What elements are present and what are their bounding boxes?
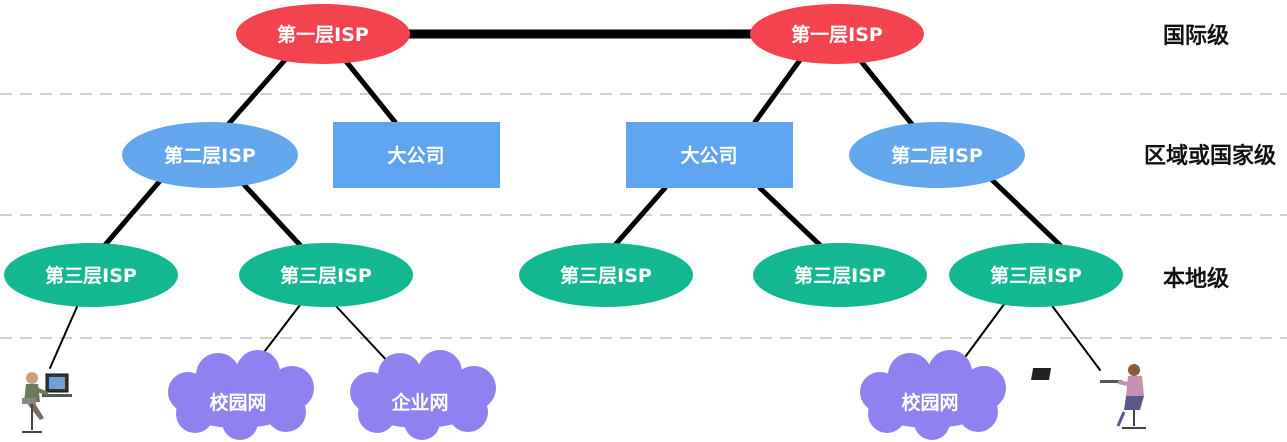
tier3-isp-d: 第三层ISP: [753, 243, 927, 307]
link-t1r-corpr: [752, 57, 803, 125]
level-label-international: 国际级: [1163, 23, 1229, 49]
corp-right: 大公司: [626, 122, 793, 188]
laptop-user-icon: [1030, 364, 1146, 429]
enterprise-network: 企业网: [350, 350, 496, 440]
tier1-isp-right: 第一层ISP: [750, 4, 924, 64]
tier3-isp-a: 第三层ISP: [4, 243, 178, 307]
tier1-isp-right-label: 第一层ISP: [791, 23, 883, 46]
tier1-isp-left-label: 第一层ISP: [277, 23, 369, 46]
tier3-isp-c-label: 第三层ISP: [560, 264, 652, 287]
enterprise-network-label: 企业网: [390, 391, 448, 414]
tier3-isp-a-label: 第三层ISP: [45, 264, 137, 287]
link-t1r-t2r: [857, 57, 918, 131]
link-t3e-campus: [959, 302, 1006, 365]
link-t1l-t2l: [222, 57, 288, 131]
tier3-isp-d-label: 第三层ISP: [794, 264, 886, 287]
tier2-isp-right-label: 第二层ISP: [891, 144, 983, 167]
link-t3a-user: [49, 299, 81, 369]
desktop-user-icon: [22, 372, 72, 433]
link-corpr-t3c: [612, 185, 668, 248]
tier2-isp-left-label: 第二层ISP: [164, 144, 256, 167]
tier2-isp-left: 第二层ISP: [122, 122, 298, 188]
tier3-isp-e-label: 第三层ISP: [990, 264, 1082, 287]
campus-network-right-label: 校园网: [901, 391, 958, 414]
link-corpr-t3d: [757, 185, 823, 248]
tier2-isp-right: 第二层ISP: [849, 122, 1025, 188]
corp-right-label: 大公司: [680, 144, 737, 167]
campus-network-left-label: 校园网: [209, 391, 266, 414]
tier3-isp-b: 第三层ISP: [239, 243, 413, 307]
level-label-local: 本地级: [1163, 266, 1229, 292]
link-t3e-user: [1049, 302, 1101, 371]
tier3-isp-c: 第三层ISP: [519, 243, 693, 307]
tier1-isp-left: 第一层ISP: [236, 4, 410, 64]
connections: [49, 29, 1101, 371]
campus-network-right: 校园网: [860, 350, 1006, 440]
link-t3b-enterprise: [334, 304, 391, 365]
tier3-isp-e: 第三层ISP: [949, 243, 1123, 307]
level-label-regional: 区域或国家级: [1144, 143, 1276, 169]
campus-network-left: 校园网: [168, 350, 314, 440]
tier3-isp-b-label: 第三层ISP: [280, 264, 372, 287]
corp-left: 大公司: [333, 122, 500, 188]
link-t2r-t3e: [987, 175, 1063, 248]
link-t1l-corpl: [342, 57, 398, 125]
link-t2l-t3a: [102, 172, 168, 248]
link-t2l-t3b: [232, 172, 303, 248]
corp-left-label: 大公司: [387, 144, 444, 167]
